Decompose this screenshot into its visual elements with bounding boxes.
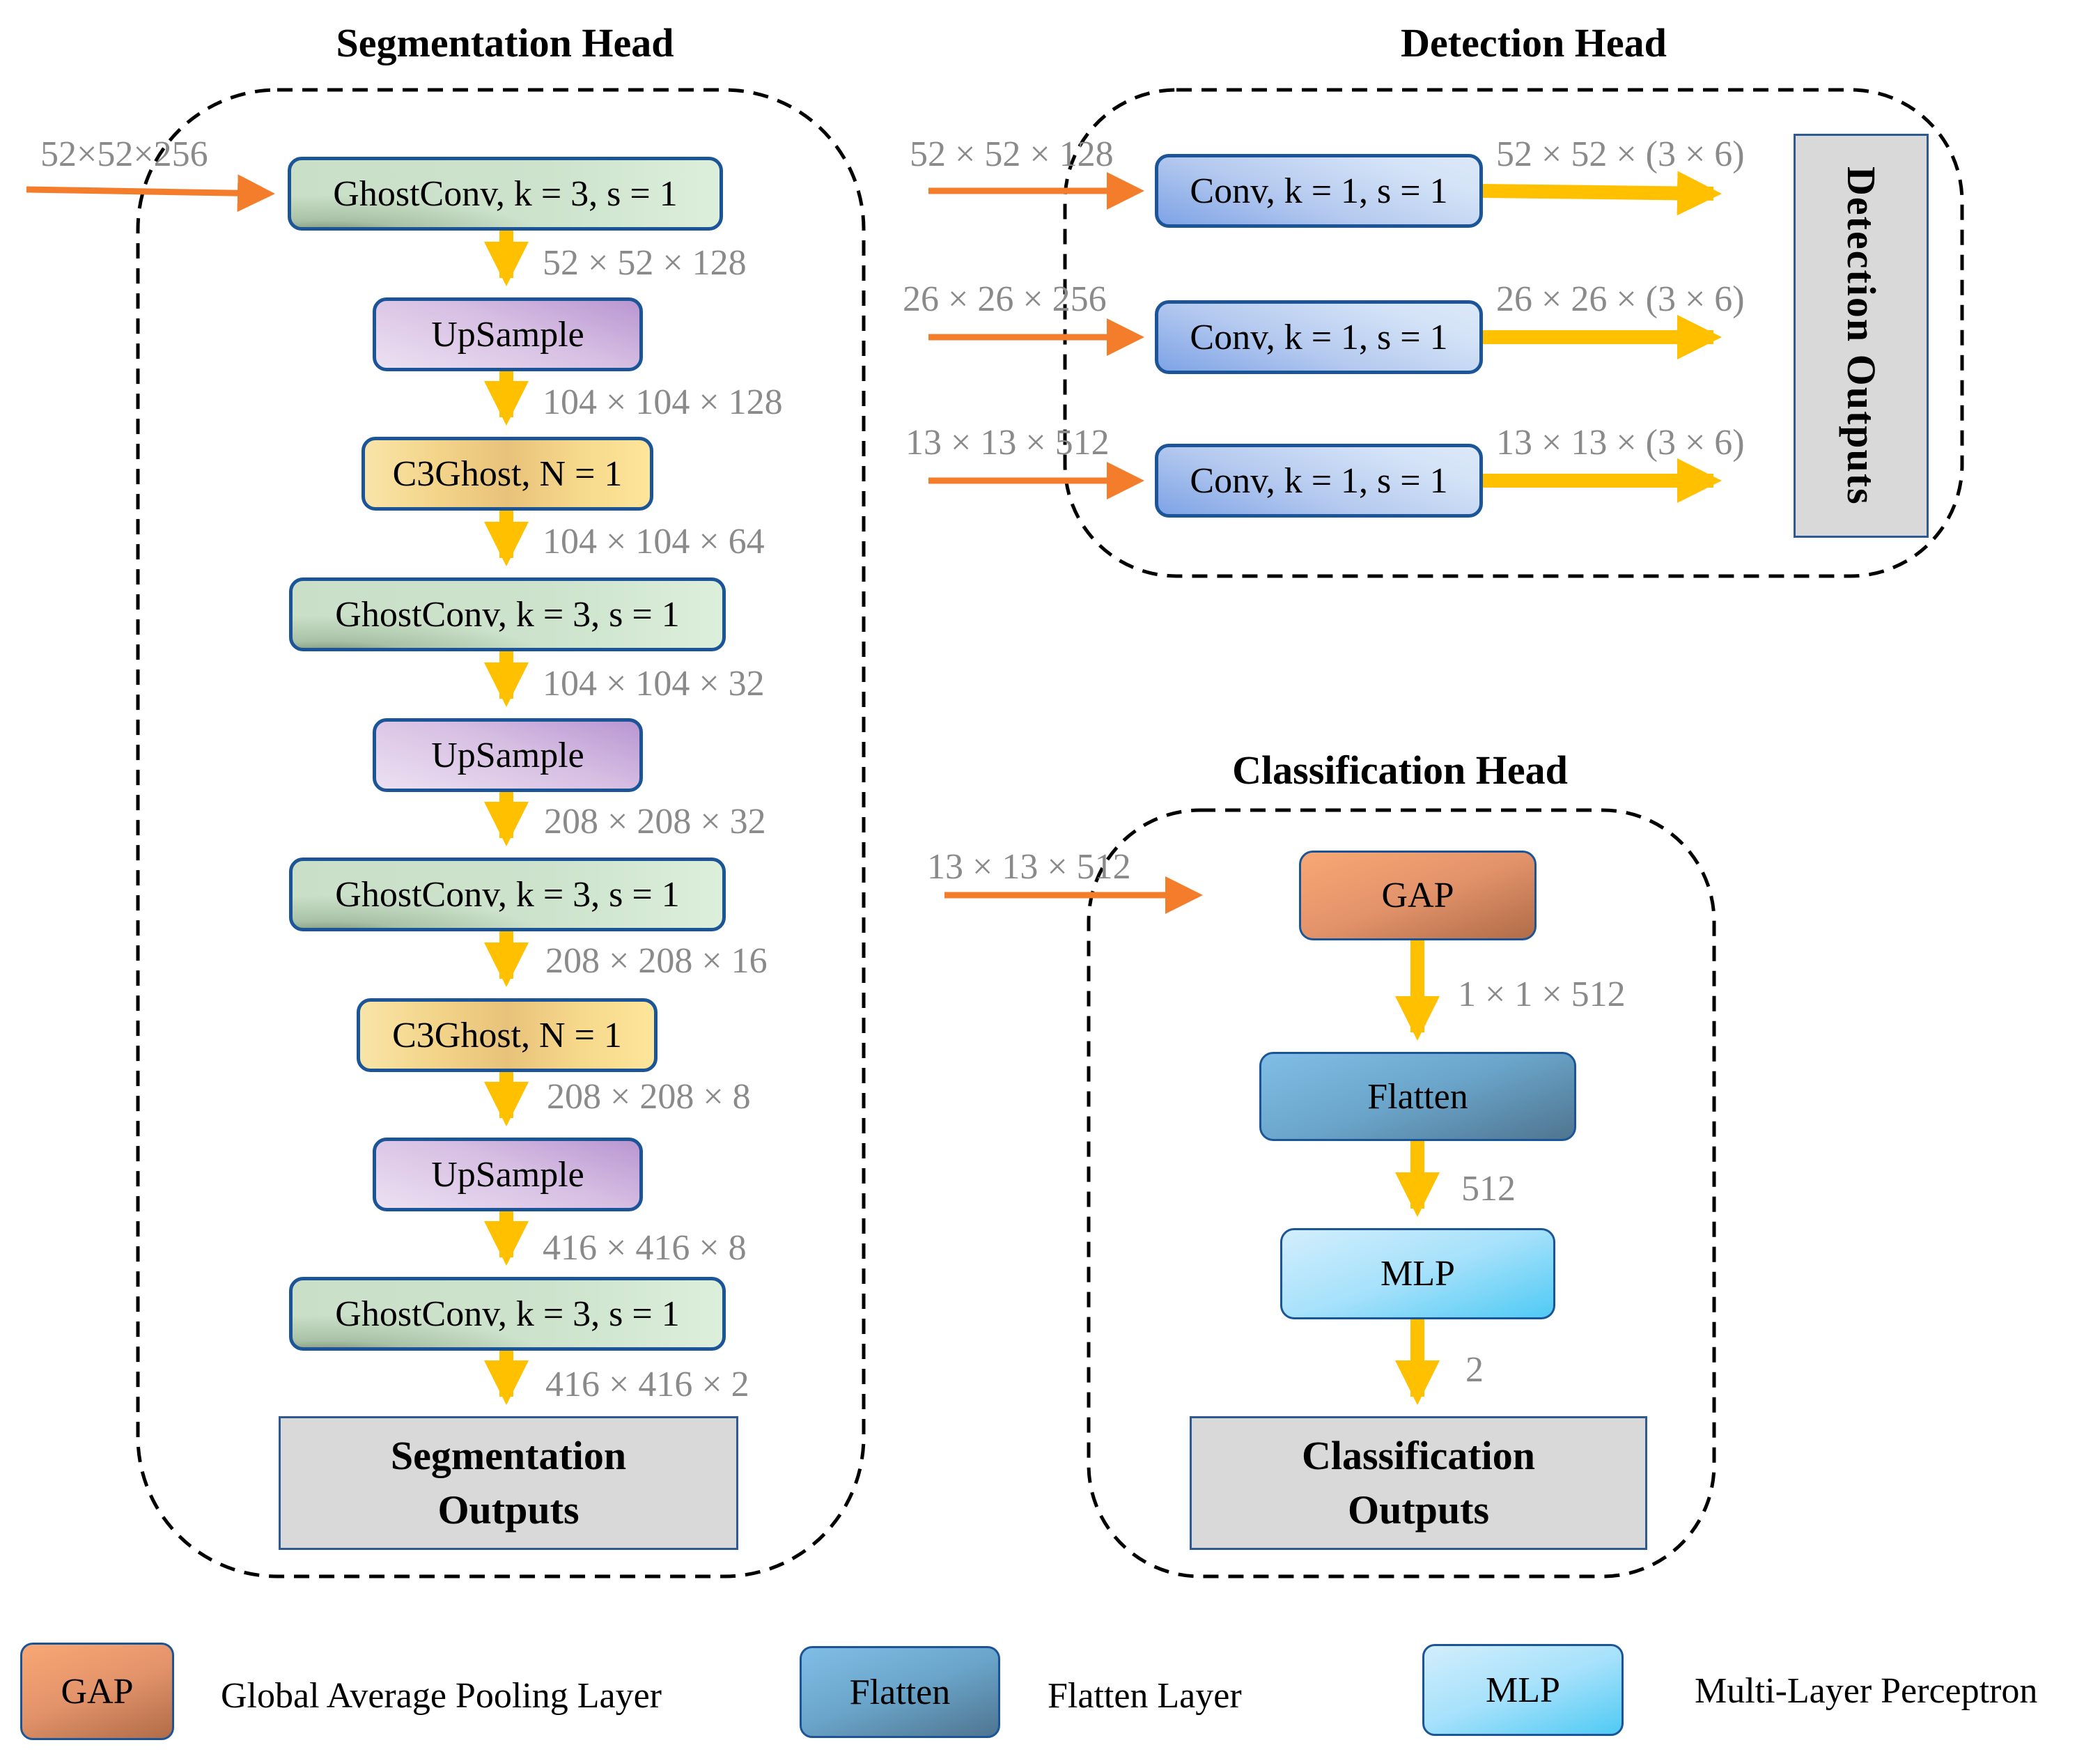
seg-c3ghost-block-2: C3Ghost, N = 1 bbox=[357, 998, 658, 1072]
seg-ghostconv-block-3: GhostConv, k = 3, s = 1 bbox=[289, 858, 726, 931]
classification-head-container bbox=[1087, 808, 1716, 1578]
cls-mlp-block: MLP bbox=[1280, 1228, 1555, 1319]
seg-edge-label-5: 208 × 208 × 32 bbox=[544, 802, 766, 841]
segmentation-outputs-line1: Segmentation bbox=[390, 1432, 627, 1478]
classification-outputs-box: Classification Outputs bbox=[1190, 1416, 1647, 1550]
det-conv-block-1: Conv, k = 1, s = 1 bbox=[1155, 154, 1483, 228]
detection-head-container bbox=[1063, 88, 1964, 578]
seg-edge-label-7: 208 × 208 × 8 bbox=[547, 1077, 751, 1117]
seg-edge-label-9: 416 × 416 × 2 bbox=[545, 1365, 749, 1404]
classification-outputs-line1: Classification bbox=[1301, 1432, 1536, 1478]
legend-mlp-swatch: MLP bbox=[1422, 1644, 1624, 1736]
det-input-label-2: 26 × 26 × 256 bbox=[903, 279, 1107, 319]
seg-edge-label-2: 104 × 104 × 128 bbox=[543, 382, 783, 422]
detection-outputs-label: Detection Outputs bbox=[1839, 166, 1885, 506]
segmentation-input-label: 52×52×256 bbox=[40, 134, 208, 174]
seg-edge-label-1: 52 × 52 × 128 bbox=[543, 243, 747, 283]
seg-edge-label-3: 104 × 104 × 64 bbox=[543, 522, 765, 561]
classification-head-title: Classification Head bbox=[1232, 747, 1568, 793]
classification-outputs-line2: Outputs bbox=[1347, 1487, 1490, 1533]
det-output-label-1: 52 × 52 × (3 × 6) bbox=[1496, 134, 1745, 174]
seg-upsample-block-2: UpSample bbox=[373, 718, 643, 792]
legend-gap-description: Global Average Pooling Layer bbox=[221, 1676, 662, 1716]
legend-gap-swatch: GAP bbox=[20, 1643, 174, 1740]
cls-flatten-block: Flatten bbox=[1259, 1052, 1576, 1141]
det-output-label-3: 13 × 13 × (3 × 6) bbox=[1496, 423, 1745, 463]
segmentation-outputs-box: Segmentation Outputs bbox=[279, 1416, 738, 1550]
det-input-label-1: 52 × 52 × 128 bbox=[910, 134, 1114, 174]
segmentation-head-title: Segmentation Head bbox=[336, 20, 674, 65]
cls-edge-label-2: 512 bbox=[1461, 1169, 1516, 1209]
det-conv-block-2: Conv, k = 1, s = 1 bbox=[1155, 300, 1483, 374]
seg-ghostconv-block-2: GhostConv, k = 3, s = 1 bbox=[289, 577, 726, 651]
det-output-label-2: 26 × 26 × (3 × 6) bbox=[1496, 279, 1745, 319]
detection-head-title: Detection Head bbox=[1401, 20, 1667, 65]
cls-gap-block: GAP bbox=[1299, 851, 1537, 940]
legend-mlp-description: Multi-Layer Perceptron bbox=[1695, 1671, 2038, 1711]
det-input-label-3: 13 × 13 × 512 bbox=[905, 423, 1110, 463]
seg-upsample-block-1: UpSample bbox=[373, 297, 643, 371]
det-conv-block-3: Conv, k = 1, s = 1 bbox=[1155, 444, 1483, 518]
cls-edge-label-1: 1 × 1 × 512 bbox=[1458, 975, 1626, 1014]
cls-input-label: 13 × 13 × 512 bbox=[927, 847, 1131, 887]
seg-input-arrow bbox=[26, 174, 275, 212]
seg-upsample-block-3: UpSample bbox=[373, 1138, 643, 1211]
seg-ghostconv-block-4: GhostConv, k = 3, s = 1 bbox=[289, 1277, 726, 1351]
seg-edge-label-4: 104 × 104 × 32 bbox=[543, 664, 765, 704]
segmentation-head-container bbox=[136, 88, 866, 1578]
seg-ghostconv-block-1: GhostConv, k = 3, s = 1 bbox=[288, 157, 723, 231]
det-output-arrow-1 bbox=[1482, 171, 1722, 216]
detection-outputs-box: Detection Outputs bbox=[1794, 134, 1929, 538]
seg-edge-label-8: 416 × 416 × 8 bbox=[543, 1228, 747, 1268]
legend-flatten-swatch: Flatten bbox=[800, 1646, 1000, 1738]
seg-c3ghost-block-1: C3Ghost, N = 1 bbox=[361, 437, 653, 511]
legend-flatten-description: Flatten Layer bbox=[1048, 1676, 1242, 1716]
segmentation-outputs-line2: Outputs bbox=[437, 1487, 580, 1533]
cls-edge-label-3: 2 bbox=[1465, 1350, 1484, 1390]
seg-edge-label-6: 208 × 208 × 16 bbox=[545, 941, 768, 981]
